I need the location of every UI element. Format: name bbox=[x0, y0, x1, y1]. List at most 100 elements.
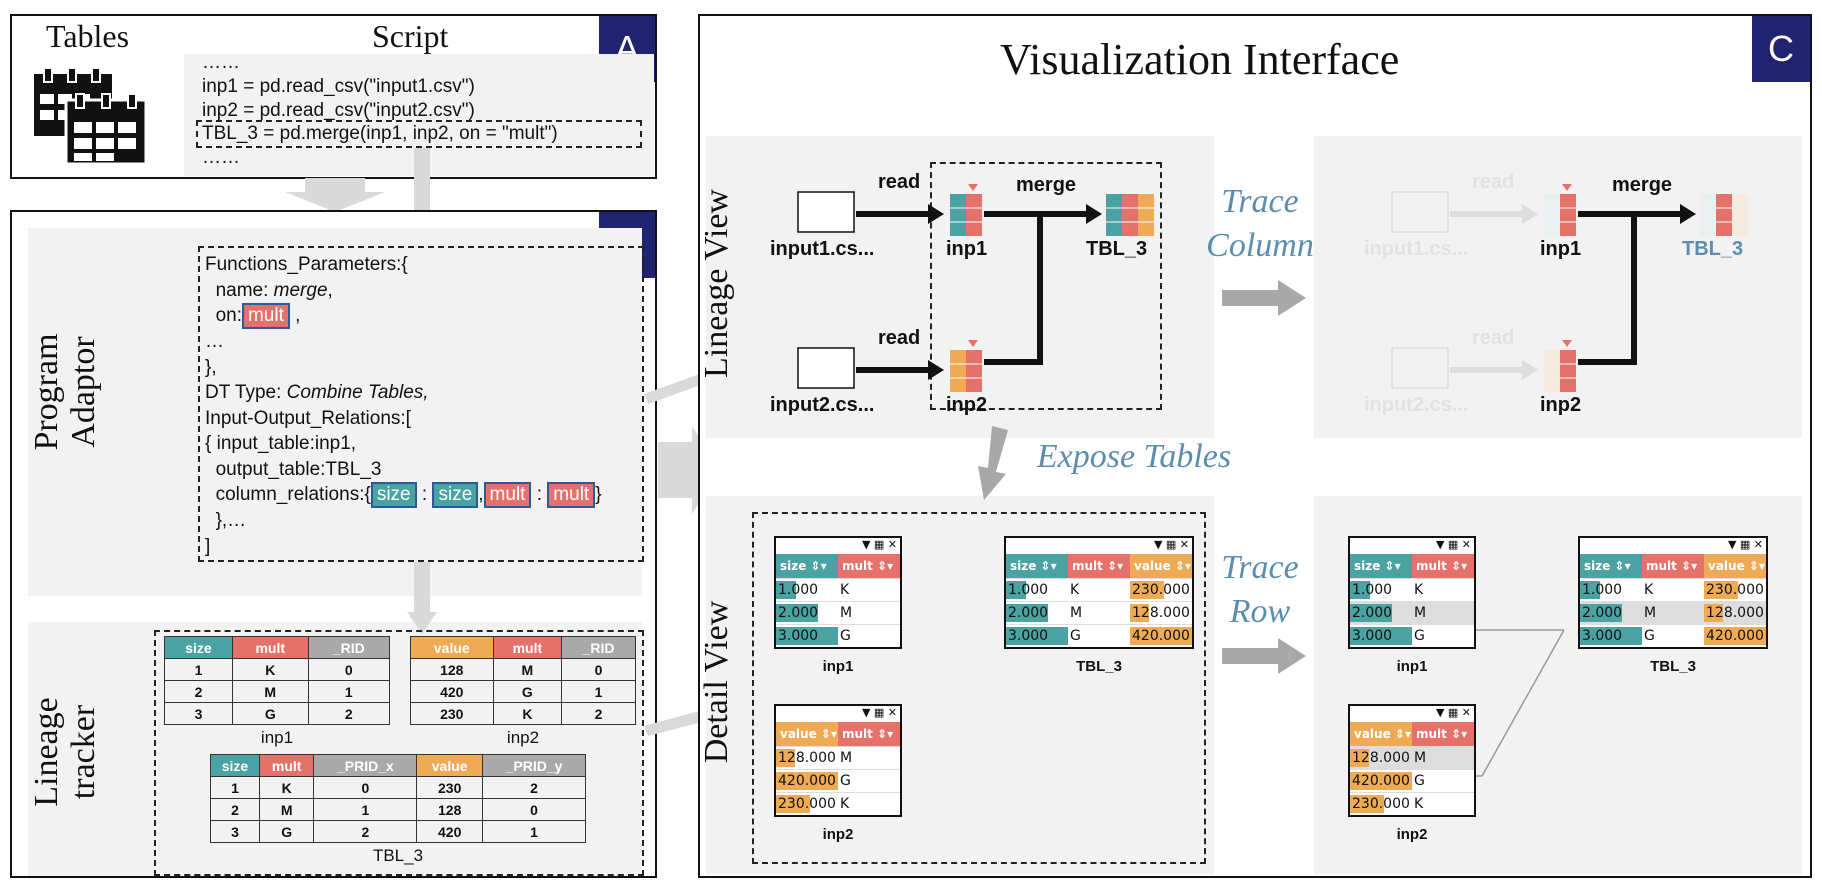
cell: 2 bbox=[481, 776, 587, 799]
node-tbl3[interactable]: TBL_3 bbox=[1086, 238, 1148, 260]
column-header-value[interactable]: value ⇕▾ bbox=[776, 722, 838, 746]
table-toolbar[interactable]: ▼ ▦ ✕ bbox=[1727, 538, 1763, 551]
cell-text: G bbox=[1070, 628, 1081, 644]
cell-text: 3.000 bbox=[1008, 628, 1049, 644]
cell-text: G bbox=[1414, 628, 1425, 644]
cell-text: 2.000 bbox=[1352, 605, 1393, 621]
table-cell: G bbox=[1412, 770, 1474, 792]
node-input1-traced[interactable]: input1.cs... bbox=[1364, 238, 1469, 260]
cell-value-bar bbox=[776, 749, 795, 767]
cell-text: 3.000 bbox=[1352, 628, 1393, 644]
tracker-label-inp1: inp1 bbox=[260, 728, 294, 747]
cell-value-bar bbox=[1006, 627, 1068, 645]
lineage-graph-traced bbox=[1391, 184, 1748, 392]
column-header-value[interactable]: value ⇕▾ bbox=[1704, 554, 1766, 578]
column-header-size[interactable]: size ⇕▾ bbox=[776, 554, 838, 578]
cell-text: M bbox=[1414, 750, 1427, 766]
column-header-mult[interactable]: mult ⇕▾ bbox=[838, 554, 900, 578]
table-cell: K bbox=[1412, 579, 1474, 601]
trace-row-line-1: Trace bbox=[1221, 549, 1299, 586]
column-header-mult[interactable]: mult ⇕▾ bbox=[1642, 554, 1704, 578]
column-header-value[interactable]: value ⇕▾ bbox=[1350, 722, 1412, 746]
node-inp1-traced[interactable]: inp1 bbox=[1540, 238, 1582, 260]
cell-text: 230.000 bbox=[1706, 582, 1764, 598]
column-header-value[interactable]: value ⇕▾ bbox=[1130, 554, 1192, 578]
table-cell: M bbox=[1068, 602, 1130, 624]
table-toolbar[interactable]: ▼ ▦ ✕ bbox=[1435, 538, 1471, 551]
cell-value-bar bbox=[1704, 627, 1766, 645]
cell-value-bar bbox=[1350, 795, 1385, 813]
node-input2[interactable]: input2.cs... bbox=[770, 394, 875, 416]
column-header-mult[interactable]: mult ⇕▾ bbox=[838, 722, 900, 746]
node-input2-traced[interactable]: input2.cs... bbox=[1364, 394, 1469, 416]
table-toolbar[interactable]: ▼ ▦ ✕ bbox=[1435, 706, 1471, 719]
node-inp2[interactable]: inp2 bbox=[946, 394, 988, 416]
detail-view-label: Detail View bbox=[698, 600, 735, 764]
column-header-mult[interactable]: mult ⇕▾ bbox=[1068, 554, 1130, 578]
node-inp2-traced[interactable]: inp2 bbox=[1540, 394, 1582, 416]
detail-label-inp2: inp2 bbox=[822, 826, 854, 843]
table-cell: 230.000 bbox=[1130, 579, 1192, 601]
cell-text: 1.000 bbox=[1582, 582, 1623, 598]
table-toolbar[interactable]: ▼ ▦ ✕ bbox=[861, 538, 897, 551]
cell: 0 bbox=[561, 658, 636, 681]
table-toolbar[interactable]: ▼ ▦ ✕ bbox=[1153, 538, 1189, 551]
cell-value-bar bbox=[1006, 604, 1048, 622]
column-header-size[interactable]: size ⇕▾ bbox=[1580, 554, 1642, 578]
table-cell: K bbox=[838, 793, 900, 815]
column-header-size[interactable]: size ⇕▾ bbox=[1006, 554, 1068, 578]
cell-value-bar bbox=[1704, 604, 1723, 622]
table-row[interactable]: 3.000 G bbox=[1350, 624, 1474, 647]
trace-row-line-2: Row bbox=[1229, 593, 1291, 630]
node-inp1[interactable]: inp1 bbox=[946, 238, 988, 260]
cell: 128 bbox=[416, 798, 483, 821]
column-header-size[interactable]: size ⇕▾ bbox=[1350, 554, 1412, 578]
table-cell: M bbox=[1642, 602, 1704, 624]
cell-value-bar bbox=[1350, 772, 1412, 790]
param-line-9: output_table:TBL_3 bbox=[215, 458, 382, 480]
code-line-5: …… bbox=[202, 147, 240, 168]
cell-value-bar bbox=[1006, 581, 1027, 599]
table-cell: K bbox=[1412, 793, 1474, 815]
table-cell: 128.000 bbox=[776, 747, 838, 769]
trace-column-arrow bbox=[1222, 280, 1306, 316]
cell-text: M bbox=[840, 605, 853, 621]
tables-title: Tables bbox=[46, 18, 130, 54]
node-input1[interactable]: input1.cs... bbox=[770, 238, 875, 260]
table-toolbar[interactable]: ▼ ▦ ✕ bbox=[861, 706, 897, 719]
cell-value-bar bbox=[776, 772, 838, 790]
inp1-node-icon bbox=[950, 184, 982, 236]
param-line-3: on:mult , bbox=[205, 303, 602, 329]
column-header-mult[interactable]: mult ⇕▾ bbox=[1412, 554, 1474, 578]
table-cell: 230.000 bbox=[776, 793, 838, 815]
cell: 2 bbox=[561, 702, 636, 725]
param-line-7: Input-Output_Relations:[ bbox=[205, 407, 411, 429]
table-cell: 128.000 bbox=[1350, 747, 1412, 769]
th-prid-y: _PRID_y bbox=[481, 754, 587, 777]
column-header-mult[interactable]: mult ⇕▾ bbox=[1412, 722, 1474, 746]
node-tbl3-traced[interactable]: TBL_3 bbox=[1682, 238, 1744, 260]
